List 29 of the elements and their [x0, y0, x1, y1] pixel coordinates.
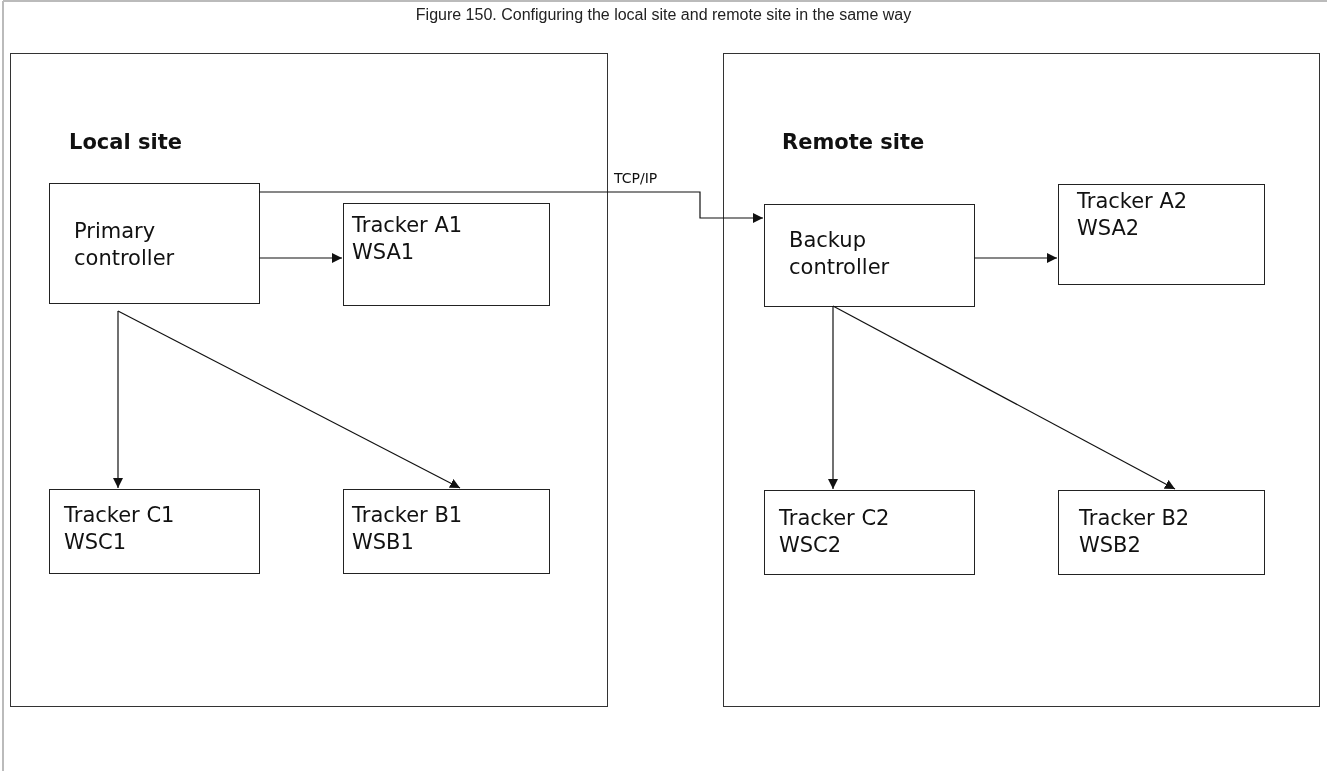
- component-box: [49, 183, 260, 304]
- component-box: [343, 489, 550, 574]
- site-heading: Local site: [69, 129, 182, 156]
- arrow: [832, 305, 1176, 490]
- component-box: [1058, 490, 1265, 575]
- arrow: [258, 253, 343, 263]
- arrow: [258, 191, 764, 223]
- box-label: Tracker A1 WSA1: [352, 212, 464, 266]
- arrow: [973, 253, 1058, 263]
- arrow: [828, 305, 838, 490]
- site-container: [723, 53, 1320, 707]
- component-box: [343, 203, 550, 306]
- box-label: Backup controller: [789, 227, 891, 281]
- box-label: Tracker C1 WSC1: [64, 502, 176, 556]
- box-label: Primary controller: [74, 218, 176, 272]
- component-box: [764, 204, 975, 307]
- arrow: [113, 310, 123, 489]
- arrow: [117, 310, 461, 489]
- component-box: [1058, 184, 1265, 285]
- box-label: Tracker A2 WSA2: [1077, 188, 1189, 242]
- site-container: [10, 53, 608, 707]
- box-label: Tracker C2 WSC2: [779, 505, 891, 559]
- component-box: [49, 489, 260, 574]
- figure-title: Figure 150. Configuring the local site and remote site in the same way: [414, 6, 913, 24]
- site-heading: Remote site: [782, 129, 925, 156]
- box-label: Tracker B1 WSB1: [352, 502, 464, 556]
- box-label: Tracker B2 WSB2: [1079, 505, 1191, 559]
- edge-label: TCP/IP: [612, 170, 660, 186]
- component-box: [764, 490, 975, 575]
